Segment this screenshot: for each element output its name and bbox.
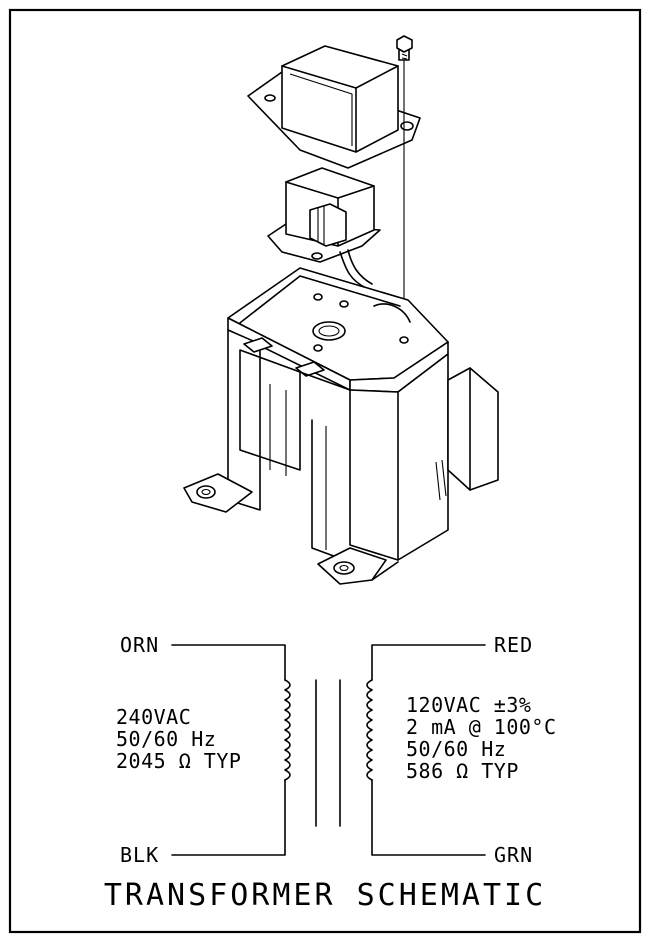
transformer-cover xyxy=(247,45,421,169)
mounting-bracket xyxy=(183,267,499,585)
secondary-coil xyxy=(366,679,373,781)
schematic-title: TRANSFORMER SCHEMATIC xyxy=(104,878,546,913)
wire-label-orn: ORN xyxy=(120,633,159,657)
transformer-schematic: ORN BLK RED GRN 240VAC 50/60 Hz 2045 Ω T… xyxy=(104,633,557,913)
secondary-spec-frequency: 50/60 Hz xyxy=(406,737,506,761)
primary-spec-frequency: 50/60 Hz xyxy=(116,727,216,751)
secondary-spec-current: 2 mA @ 100°C xyxy=(406,715,557,739)
primary-wire-bottom xyxy=(171,779,286,856)
transformer-core xyxy=(267,167,381,289)
primary-wire xyxy=(171,644,286,681)
primary-coil xyxy=(284,679,291,781)
drawing-border xyxy=(8,8,642,934)
primary-spec-resistance: 2045 Ω TYP xyxy=(116,749,241,773)
secondary-wire xyxy=(371,644,486,681)
secondary-spec-voltage: 120VAC ±3% xyxy=(406,693,531,717)
mounting-screw xyxy=(396,35,413,330)
secondary-spec-resistance: 586 Ω TYP xyxy=(406,759,519,783)
wire-label-grn: GRN xyxy=(494,843,533,867)
wire-label-red: RED xyxy=(494,633,533,657)
wire-label-blk: BLK xyxy=(120,843,159,867)
secondary-wire-bottom xyxy=(371,779,486,856)
exploded-assembly-view xyxy=(183,35,499,585)
primary-spec-voltage: 240VAC xyxy=(116,705,191,729)
